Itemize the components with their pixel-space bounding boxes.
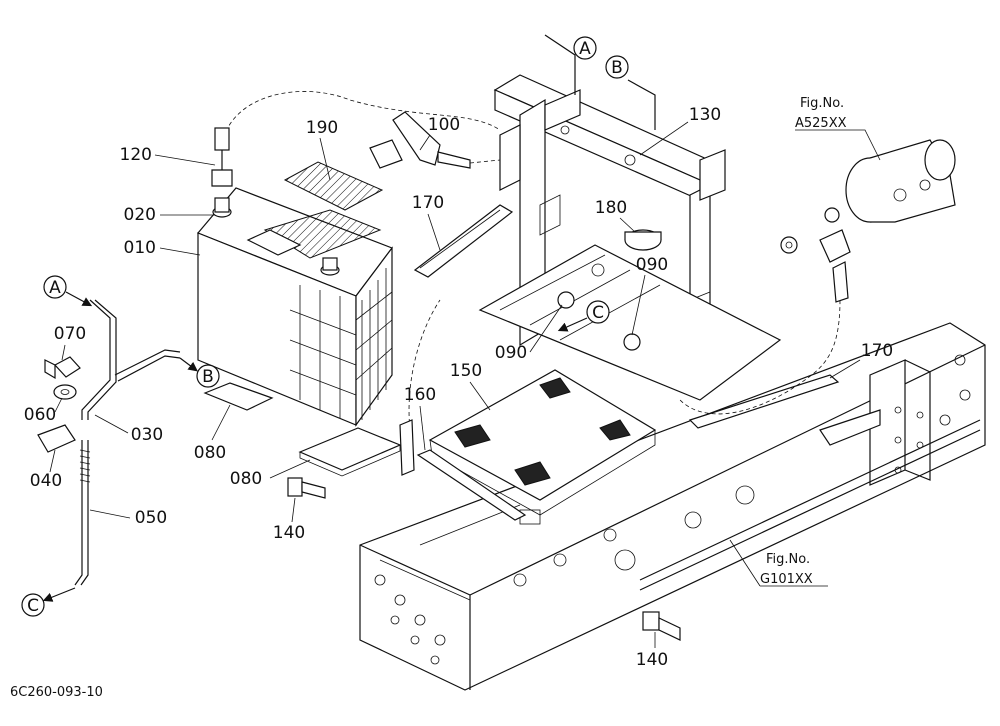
svg-text:130: 130 [689,105,721,125]
svg-text:170: 170 [412,193,444,213]
label-150: 150 [450,361,491,411]
svg-text:C: C [592,303,604,323]
svg-text:070: 070 [54,324,86,344]
label-140-left: 140 [273,497,305,543]
svg-text:170: 170 [861,341,893,361]
svg-text:B: B [202,367,214,387]
svg-text:100: 100 [428,115,460,135]
svg-text:030: 030 [131,425,163,445]
svg-text:150: 150 [450,361,482,381]
svg-text:050: 050 [135,508,167,528]
wing-nut [44,356,81,380]
svg-text:120: 120 [120,145,152,165]
drawing-code: 6C260-093-10 [10,685,103,700]
ground-wire [399,207,851,476]
label-170-left: 170 [412,193,444,251]
svg-text:090: 090 [495,343,527,363]
hold-down-rod-right [688,374,840,429]
label-030: 030 [94,414,163,445]
svg-text:040: 040 [30,471,62,491]
label-190: 190 [306,118,338,181]
starter-motor [845,139,956,223]
j-bolt-rod [74,299,181,586]
battery [197,187,393,427]
callout-a-top: A [544,34,597,95]
label-140-bottom: 140 [636,632,668,670]
svg-text:C: C [27,596,39,616]
svg-text:080: 080 [194,443,226,463]
label-100: 100 [419,115,460,151]
svg-text:010: 010 [124,238,156,258]
bolt-bottom [642,611,681,641]
svg-text:060: 060 [24,405,56,425]
terminal-cover [283,161,384,211]
mat-plate [428,369,657,516]
callout-b-top: B [605,55,656,130]
svg-text:A: A [579,39,591,59]
side-strip [416,449,527,521]
callout-c-mid: C [557,300,610,332]
callout-a-left: A [43,275,93,307]
svg-text:A525XX: A525XX [795,116,847,131]
svg-text:020: 020 [124,205,156,225]
battery-pad-1 [203,382,274,411]
label-080-lower: 080 [230,459,311,489]
svg-text:080: 080 [230,469,262,489]
washer [53,384,77,400]
svg-text:Fig.No.: Fig.No. [800,96,844,111]
fig-ref-starter: Fig.No. A525XX [795,96,881,161]
callout-b-left: B [179,357,220,388]
svg-text:140: 140 [273,523,305,543]
positive-cable [211,91,501,187]
negative-cable [369,111,501,169]
hold-down-rod-left [413,204,514,278]
label-070: 070 [54,324,86,361]
label-050: 050 [89,508,167,528]
label-120: 120 [120,145,216,166]
label-160: 160 [404,385,436,451]
label-080-upper: 080 [194,404,231,463]
label-010: 010 [124,238,201,258]
svg-text:A: A [49,278,61,298]
bolt-left [287,477,326,499]
label-090-right: 090 [631,255,668,336]
label-180: 180 [595,198,636,233]
frame-rail [359,322,986,691]
label-060: 060 [24,397,63,425]
svg-text:180: 180 [595,198,627,218]
fig-ref-frame: Fig.No. G101XX [729,539,828,587]
rubber-sleeve [37,424,76,453]
svg-text:160: 160 [404,385,436,405]
label-170-right: 170 [829,341,893,379]
label-130: 130 [639,105,721,156]
svg-text:Fig.No.: Fig.No. [766,552,810,567]
svg-text:G101XX: G101XX [760,572,813,587]
svg-text:190: 190 [306,118,338,138]
svg-text:140: 140 [636,650,668,670]
label-020: 020 [124,205,215,225]
callout-c-left: C [21,587,76,617]
label-090-left: 090 [495,304,563,363]
svg-text:B: B [611,58,623,78]
battery-pad-2 [298,427,402,477]
label-040: 040 [30,449,62,491]
svg-text:090: 090 [636,255,668,275]
battery-bracket [478,74,782,401]
